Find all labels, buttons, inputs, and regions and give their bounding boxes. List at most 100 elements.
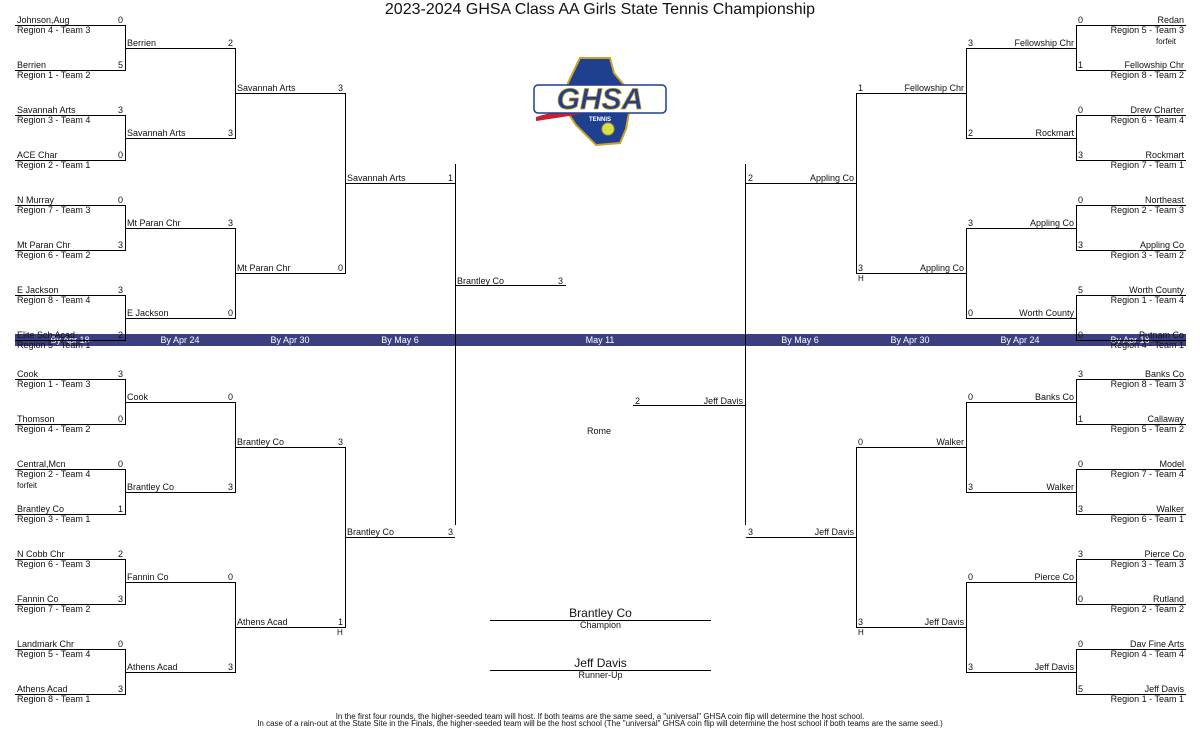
bracket-line-h — [235, 446, 345, 448]
bracket-line-h — [15, 559, 125, 560]
bracket-line-h — [1076, 649, 1186, 650]
team-name: Berrien — [17, 60, 47, 70]
champion-label: Champion — [579, 620, 622, 630]
bracket-line-h — [15, 424, 125, 425]
final-line-right — [633, 405, 745, 406]
team-score: 3 — [968, 37, 974, 48]
team-name: Fannin Co — [17, 594, 59, 604]
team-name: Rutland — [1152, 594, 1184, 604]
team-name: Berrien — [127, 37, 157, 48]
team-name: Banks Co — [1144, 369, 1184, 379]
team-score: 3 — [858, 616, 864, 627]
bracket-line-v — [1076, 469, 1077, 515]
bracket-line-h — [235, 272, 345, 274]
bracket-line-h — [1076, 559, 1186, 560]
team-name: Mt Paran Chr — [17, 240, 71, 250]
team-score: 0 — [117, 150, 123, 160]
team-seed: Region 2 - Team 2 — [1110, 604, 1184, 614]
team-score: 2 — [117, 330, 123, 340]
bracket-line-h — [15, 694, 125, 695]
team-score: 3 — [1078, 504, 1084, 514]
team-name: Dav Fine Arts — [1129, 639, 1184, 649]
host-marker: H — [337, 627, 343, 637]
host-marker: H — [858, 627, 864, 637]
logo-subtext: TENNIS — [589, 117, 611, 123]
bracket-line-h — [235, 626, 345, 628]
round-label: By Apr 30 — [890, 335, 930, 345]
bracket-line-h — [1076, 295, 1186, 296]
team-name: Thomson — [17, 414, 55, 424]
team-score: 0 — [1078, 594, 1084, 604]
bracket-line-v — [1076, 205, 1077, 251]
ghsa-tennis-logo: GHSA TENNIS — [528, 55, 670, 147]
bracket-line-v — [966, 401, 967, 493]
team-seed: Region 6 - Team 4 — [1110, 115, 1184, 125]
bracket-line-v — [125, 559, 126, 605]
team-name: Rockmart — [1145, 150, 1184, 160]
team-seed: Region 4 - Team 3 — [17, 25, 91, 35]
team-name: Landmark Chr — [17, 639, 75, 649]
team-name: Drew Charter — [1130, 105, 1184, 115]
ghsa-logo-graphic: GHSA TENNIS — [533, 57, 667, 147]
round-label: May 11 — [585, 335, 615, 345]
champion-line — [490, 620, 711, 621]
team-name: Appling Co — [809, 172, 854, 183]
team-score: 3 — [968, 217, 974, 228]
team-score: 0 — [117, 195, 123, 205]
team-seed: Region 7 - Team 1 — [1110, 160, 1184, 170]
team-score: 0 — [227, 391, 233, 402]
team-score: 2 — [968, 127, 974, 138]
bracket-line-h — [15, 604, 125, 605]
bracket-line-h — [966, 581, 1076, 583]
team-name: Brantley Co — [347, 526, 395, 537]
logo-text: GHSA — [557, 83, 644, 116]
bracket-line-v — [1076, 559, 1077, 605]
champion-name: Brantley Co — [569, 606, 632, 620]
bracket-line-h — [1076, 424, 1186, 425]
team-name: ACE Char — [17, 150, 58, 160]
bracket-line-h — [966, 671, 1076, 673]
bracket-line-h — [15, 295, 125, 296]
team-name: E Jackson — [127, 307, 169, 318]
bracket-line-h — [15, 250, 125, 251]
bracket-line-h — [1076, 604, 1186, 605]
team-score: 0 — [1078, 105, 1084, 115]
team-score: 3 — [337, 436, 343, 447]
bracket-line-h — [15, 340, 125, 341]
team-name: Fellowship Chr — [1014, 37, 1074, 48]
final-line-left — [455, 285, 566, 286]
bracket-line-v — [235, 227, 236, 319]
team-score: 0 — [1078, 459, 1084, 469]
page-title: 2023-2024 GHSA Class AA Girls State Tenn… — [384, 1, 816, 18]
team-name: Johnson,Aug — [17, 15, 70, 25]
round-label: By Apr 24 — [160, 335, 200, 345]
team-score: 1 — [1078, 60, 1084, 70]
team-seed: Region 6 - Team 1 — [1110, 514, 1184, 524]
team-name: Savannah Arts — [127, 127, 186, 138]
team-seed: Region 3 - Team 4 — [17, 115, 91, 125]
bracket-line-v — [235, 47, 236, 139]
team-name: Mt Paran Chr — [127, 217, 181, 228]
bracket-line-h — [15, 469, 125, 470]
team-score: 1 — [337, 616, 343, 627]
team-name: Redan — [1157, 15, 1184, 25]
team-score: 3 — [748, 526, 754, 537]
runner-up-name: Jeff Davis — [574, 656, 627, 670]
team-score: 1 — [447, 172, 453, 183]
